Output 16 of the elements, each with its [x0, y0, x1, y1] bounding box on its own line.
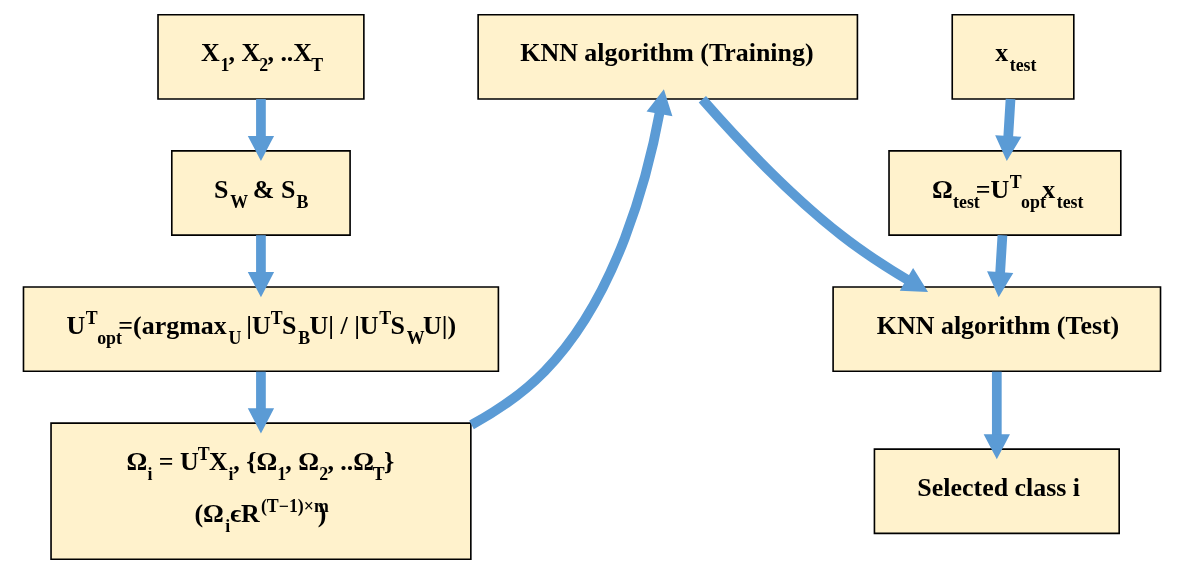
node-box: x$_{test}$: [951, 13, 1075, 100]
arrow: [995, 98, 1022, 161]
arrow: [987, 234, 1014, 298]
node-box: Selected class i: [873, 448, 1120, 535]
node-box: KNN algorithm (Test): [832, 286, 1162, 373]
node-box: KNN algorithm (Training): [477, 13, 859, 100]
arrow: [983, 371, 1010, 460]
node-box: Ω$_{test}$=U$^{T}$$_{opt}$x$_{test}$: [888, 150, 1122, 236]
arrow: [247, 235, 275, 298]
arrow: [698, 96, 929, 292]
arrow: [247, 371, 275, 434]
node-box: S$_{W}$ & S$_{B}$: [171, 150, 351, 236]
node-box: U$^{T}$$_{opt}$=(argmax$_{U}$ |U$^{T}$S$_{B}$U| / |U$^{T}$S$_{W}$U|): [22, 286, 500, 373]
node-box: X$_{1}$, X$_{2}$, ..X$_{T}$: [157, 13, 365, 100]
arrow: [469, 89, 673, 430]
arrow: [247, 99, 275, 162]
